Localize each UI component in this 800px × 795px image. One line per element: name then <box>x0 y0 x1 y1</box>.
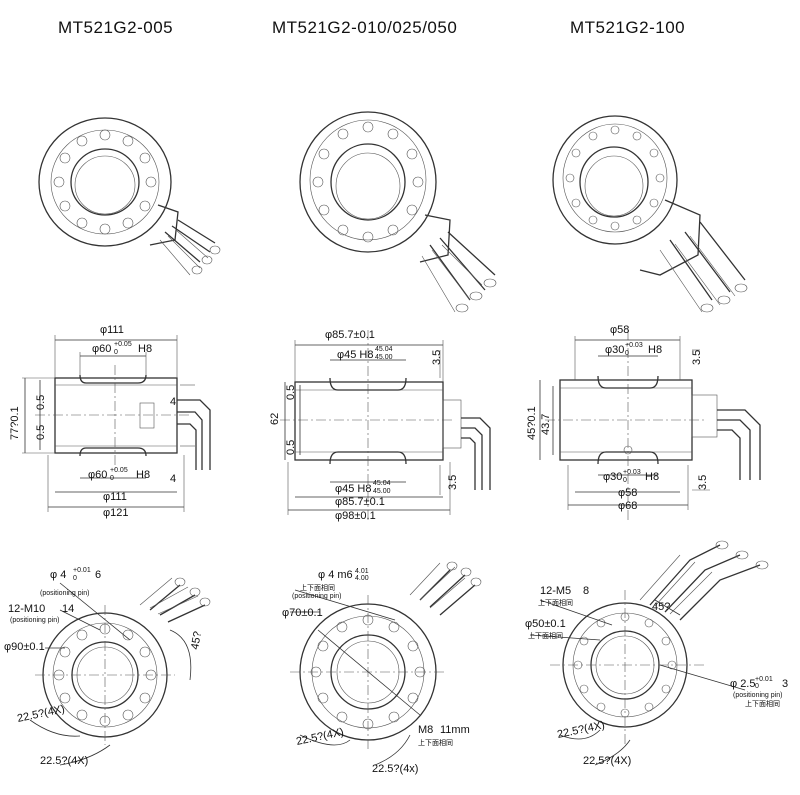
pin-spec-010: φ 4 m6 <box>318 569 353 581</box>
dim-step2-005: 0.5 <box>35 425 47 440</box>
pin-tol0-100: 0 <box>755 683 759 690</box>
dim-bot-dia1-010: φ85.7±0.1 <box>335 496 385 508</box>
dim-bot-bore-tol2-010: 45.00 <box>373 488 391 495</box>
thread-spec-100: 12-M5 <box>540 585 571 597</box>
dim-right-bot-010: 3.5 <box>447 475 459 490</box>
pcd-100: φ50±0.1 <box>525 618 566 630</box>
dim-height1-100: 45?0.1 <box>526 406 538 440</box>
dim-bot-bore-100: φ30 <box>603 471 622 483</box>
pin-depth-005: 6 <box>95 569 101 581</box>
dim-right-bot-100: 3.5 <box>697 475 709 490</box>
dim-bot-bore-tol0-005: 0 <box>110 475 114 482</box>
iso-view-100 <box>552 115 748 313</box>
dim-top-bore-tol-010: 45.04 <box>375 346 393 353</box>
thread-cn-010: 上下面相同 <box>418 738 453 747</box>
angle-22-5-a-005: 22.5?(4X) <box>16 703 66 725</box>
iso-view-010-025-050 <box>299 111 497 313</box>
angle-22-5-a-100: 22.5?(4X) <box>556 719 606 741</box>
thread-spec-005: 12-M10 <box>8 603 45 615</box>
dim-top-dia-010: φ85.7±0.1 <box>325 329 375 341</box>
bottom-view-010-025-050 <box>290 561 482 766</box>
pin-label-010: (positioning pin) <box>292 593 341 600</box>
dim-bot-bore-tol-005: +0.05 <box>110 467 128 474</box>
thread-depth-010: 11mm <box>440 724 470 736</box>
dim-top-dia-100: φ58 <box>610 324 629 336</box>
dim-bot-bore-tol-100: +0.03 <box>623 469 641 476</box>
dim-height-005: 77?0.1 <box>9 406 21 440</box>
pin-spec-100: φ 2.5 <box>730 678 755 690</box>
pin-depth-100: 3 <box>782 678 788 690</box>
bottom-view-005 <box>29 577 211 766</box>
dim-bot-bore-tol-010: 45.04 <box>373 480 391 487</box>
thread-depth-005: 14 <box>62 603 74 615</box>
dim-right1-005: 4 <box>170 396 176 408</box>
dim-right2-005: 4 <box>170 473 176 485</box>
dim-top-bore-tol-005: +0.05 <box>114 341 132 348</box>
dim-right-top-100: 3.5 <box>691 350 703 365</box>
dim-top-bore-100: φ30 <box>605 344 624 356</box>
dim-bot-dia1-100: φ58 <box>618 487 637 499</box>
dim-top-dia-005: φ111 <box>100 324 124 336</box>
angle-45-005: 45? <box>189 630 204 650</box>
pin-tol-010: 4.01 <box>355 568 369 575</box>
dim-step1-005: 0.5 <box>35 395 47 410</box>
pin-cn-010: 上下面相同 <box>300 583 335 592</box>
angle-22-5-b-100: 22.5?(4X) <box>583 755 631 767</box>
dim-top-bore-tol-100: +0.03 <box>625 342 643 349</box>
thread-cn-100: 上下面相同 <box>538 598 573 607</box>
angle-22-5-b-005: 22.5?(4X) <box>40 755 88 767</box>
pcd-005: φ90±0.1 <box>4 641 45 653</box>
dim-bot-bore-010: φ45 H8 <box>335 483 372 495</box>
title-mt521g2-005: MT521G2-005 <box>58 18 174 37</box>
angle-45-100: 45? <box>652 601 670 613</box>
dim-right-top-010: 3.5 <box>431 350 443 365</box>
pin-label-100: (positioning pin) <box>733 692 782 699</box>
dim-bot-dia2-005: φ121 <box>103 507 129 519</box>
title-mt521g2-010-025-050: MT521G2-010/025/050 <box>272 18 458 37</box>
thread-depth-100: 8 <box>583 585 589 597</box>
dim-step1-010: 0.5 <box>285 385 297 400</box>
pin-label-005: (positioning pin) <box>40 590 89 597</box>
dim-top-fit-005: H8 <box>138 343 152 355</box>
angle-22-5-b-010: 22.5?(4x) <box>372 763 418 775</box>
dim-bot-dia2-100: φ68 <box>618 500 637 512</box>
thread-label-005: (positioning pin) <box>10 617 59 624</box>
dim-bot-fit-005: H8 <box>136 469 150 481</box>
pin-tol-100: +0.01 <box>755 676 773 683</box>
dim-step2-010: 0.5 <box>285 440 297 455</box>
dim-bot-bore-005: φ60 <box>88 469 107 481</box>
pin-spec-005: φ 4 <box>50 569 66 581</box>
dim-top-bore-tol0-005: 0 <box>114 349 118 356</box>
pin-tol2-010: 4.00 <box>355 575 369 582</box>
dim-bot-fit-100: H8 <box>645 471 659 483</box>
dim-top-bore-005: φ60 <box>92 343 111 355</box>
section-view-005 <box>22 335 211 512</box>
dim-top-bore-tol0-100: 0 <box>625 350 629 357</box>
section-view-010-025-050 <box>280 330 491 520</box>
section-view-100 <box>539 330 761 520</box>
pcd-cn-100: 上下面相同 <box>528 631 563 640</box>
title-mt521g2-100: MT521G2-100 <box>570 18 686 37</box>
bottom-view-100 <box>529 540 769 766</box>
dim-top-bore-tol2-010: 45.00 <box>375 354 393 361</box>
pin-tol-005: +0.01 <box>73 567 91 574</box>
thread-spec-010: M8 <box>418 724 433 736</box>
pcd-010: φ70±0.1 <box>282 607 323 619</box>
dim-height-010: 62 <box>269 413 281 425</box>
dim-bot-dia2-010: φ98±0.1 <box>335 510 376 522</box>
pin-tol0-005: 0 <box>73 575 77 582</box>
dim-top-fit-100: H8 <box>648 344 662 356</box>
dim-height2-100: 43.7 <box>540 414 552 435</box>
dim-top-bore-010: φ45 H8 <box>337 349 374 361</box>
dim-bot-bore-tol0-100: 0 <box>623 477 627 484</box>
dim-bot-dia1-005: φ111 <box>103 491 127 503</box>
pin-cn-100: 上下面相同 <box>745 699 780 708</box>
iso-view-005 <box>38 117 221 276</box>
